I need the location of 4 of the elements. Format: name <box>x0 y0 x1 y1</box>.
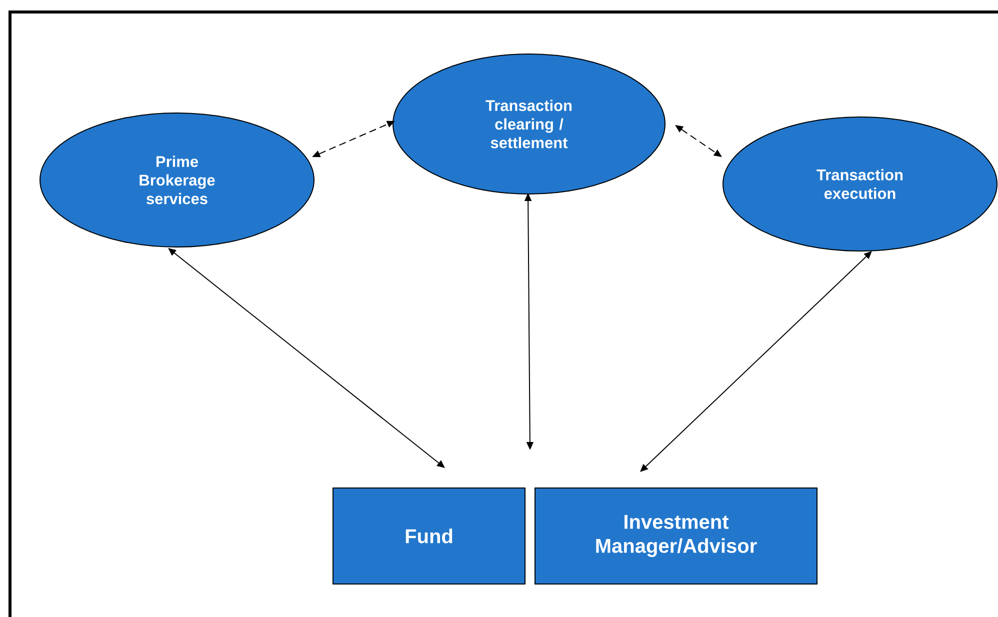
process-box: Investment Manager/Advisor <box>534 487 818 584</box>
arrow <box>640 251 872 472</box>
process-box: Fund <box>332 487 526 584</box>
arrow <box>168 248 445 468</box>
